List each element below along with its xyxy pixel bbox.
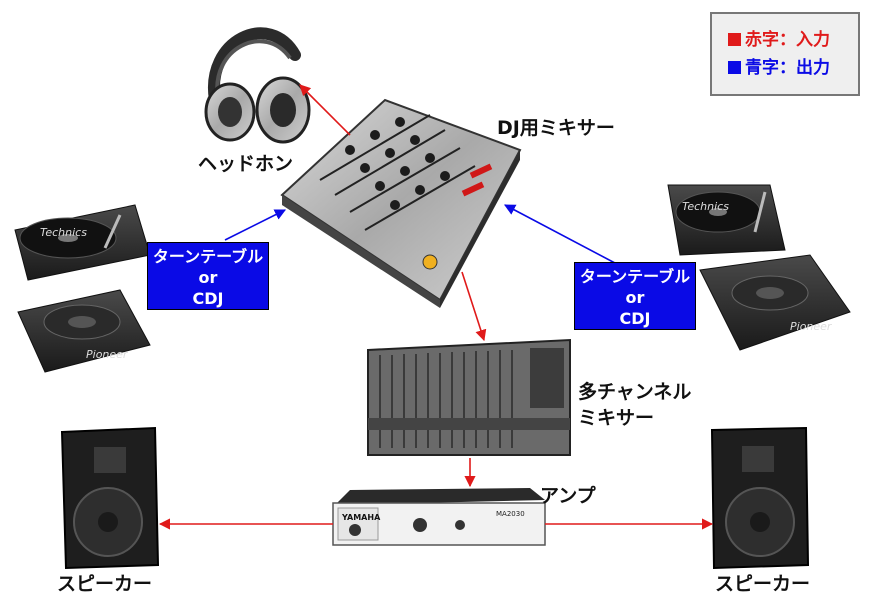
speaker-right-icon xyxy=(710,426,810,570)
multichannel-mixer-icon xyxy=(367,338,571,456)
turntable-left-icon: Technics xyxy=(14,204,151,281)
source-box-right-line3: CDJ xyxy=(619,309,651,328)
legend-input: 赤字：入力 xyxy=(728,26,858,54)
amp-icon: YAMAHA MA2030 xyxy=(332,488,546,546)
label-speaker-left: スピーカー xyxy=(57,573,153,595)
amp-brand: YAMAHA xyxy=(341,513,381,522)
source-box-left-line3: CDJ xyxy=(192,289,224,308)
source-box-right: ターンテーブル or CDJ xyxy=(574,262,696,330)
legend: 赤字：入力 青字：出力 xyxy=(710,12,860,96)
amp-model: MA2030 xyxy=(496,510,525,518)
cdj-right-icon: Pioneer xyxy=(699,254,851,351)
turntable-left-brand: Technics xyxy=(40,226,87,239)
cdj-right-brand: Pioneer xyxy=(790,320,833,333)
source-box-left-line2: or xyxy=(198,268,218,287)
arrow-right-source-to-mixer xyxy=(504,204,633,273)
turntable-right-icon: Technics xyxy=(667,184,786,256)
legend-output-swatch xyxy=(728,61,741,74)
source-box-left: ターンテーブル or CDJ xyxy=(147,242,269,310)
cdj-left-icon: Pioneer xyxy=(17,289,151,373)
label-dj-mixer: DJ用ミキサー xyxy=(497,117,615,139)
label-speaker-right: スピーカー xyxy=(715,573,811,595)
legend-output: 青字：出力 xyxy=(728,54,858,82)
turntable-right-brand: Technics xyxy=(682,200,729,213)
cdj-left-brand: Pioneer xyxy=(86,348,129,361)
arrow-mixer-to-headphones xyxy=(299,84,351,136)
legend-input-swatch xyxy=(728,33,741,46)
arrow-left-source-to-mixer xyxy=(224,209,287,241)
arrow-mixer-to-multichannel xyxy=(461,271,487,342)
source-box-right-line1: ターンテーブル xyxy=(579,267,691,286)
speaker-left-icon xyxy=(60,426,160,570)
source-box-right-line2: or xyxy=(625,288,645,307)
dj-mixer-icon xyxy=(280,98,522,308)
legend-input-text: 赤字：入力 xyxy=(745,30,830,50)
label-amp: アンプ xyxy=(540,485,596,507)
legend-output-text: 青字：出力 xyxy=(745,58,830,78)
label-headphones: ヘッドホン xyxy=(198,153,294,175)
headphones-icon xyxy=(204,27,311,144)
label-multichannel-mixer-line1: 多チャンネル xyxy=(578,381,692,403)
source-box-left-line1: ターンテーブル xyxy=(152,247,264,266)
label-multichannel-mixer-line2: ミキサー xyxy=(578,407,655,429)
